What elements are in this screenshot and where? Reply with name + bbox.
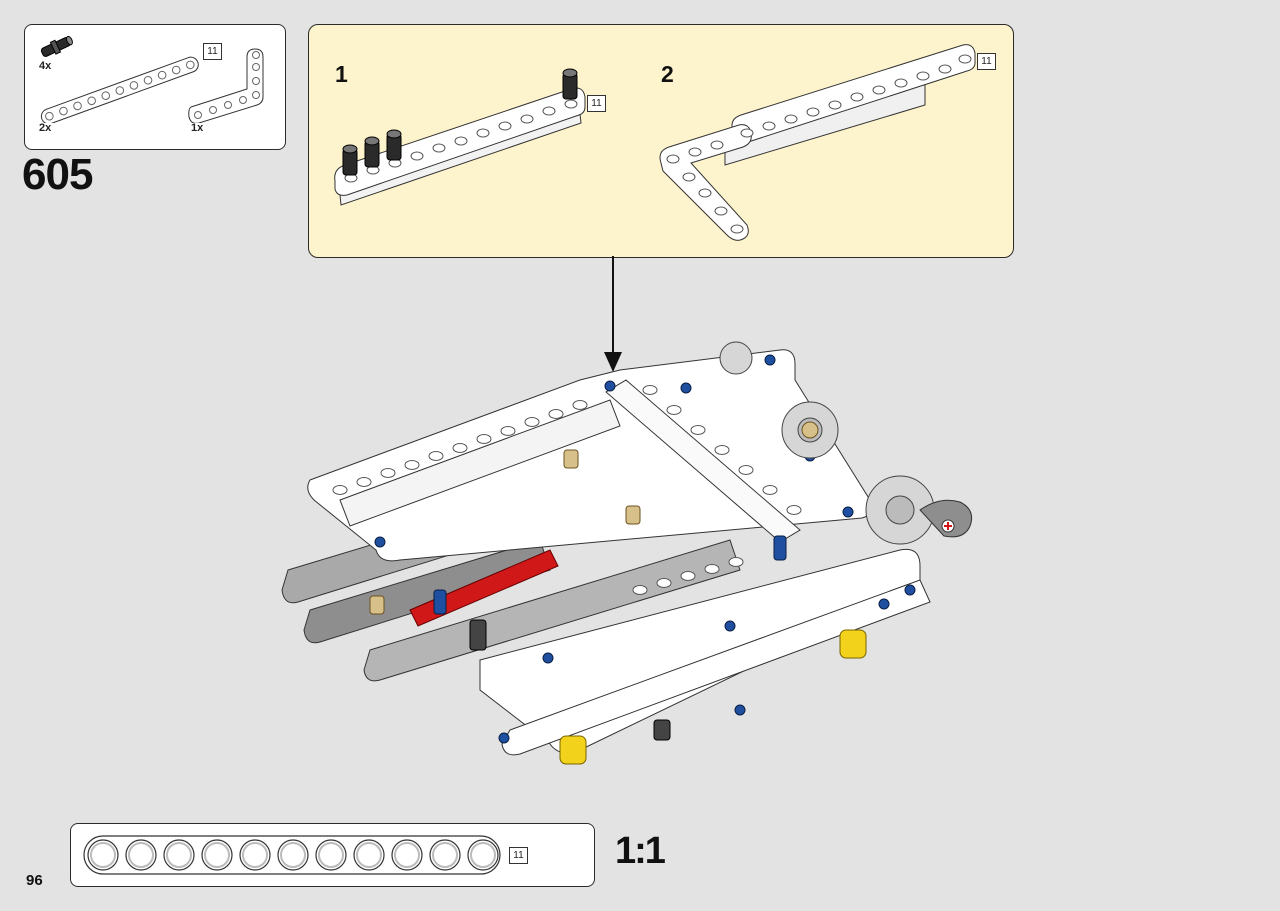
step-number: 605 bbox=[22, 150, 93, 199]
substep-1-beam-with-pegs bbox=[334, 68, 586, 206]
part-qty: 2x bbox=[39, 122, 52, 134]
scale-label: 1:1 bbox=[615, 830, 666, 872]
substep-number: 2 bbox=[661, 61, 674, 87]
black-peg-part bbox=[40, 35, 73, 57]
parts-list-box: 4x 11 2x 1x bbox=[24, 24, 286, 150]
beam-length-tag: 11 bbox=[509, 847, 528, 864]
white-l-beam-part bbox=[188, 48, 264, 123]
gauge-beam-11 bbox=[83, 835, 501, 875]
main-model-assembly bbox=[281, 341, 973, 765]
white-beam-part bbox=[40, 56, 199, 123]
beam-length-tag: 11 bbox=[203, 43, 222, 60]
beam-length-tag: 11 bbox=[977, 53, 996, 70]
beam-length-tag: 11 bbox=[587, 95, 606, 112]
down-arrow-icon bbox=[604, 256, 622, 372]
substep-2-l-assembly bbox=[659, 44, 976, 241]
part-qty: 1x bbox=[191, 122, 204, 134]
page-number: 96 bbox=[26, 872, 43, 889]
substep-number: 1 bbox=[335, 61, 348, 87]
length-gauge-box: 11 1:1 bbox=[70, 823, 666, 887]
part-qty: 4x bbox=[39, 60, 52, 72]
subassembly-callout: 1 2 11 11 bbox=[308, 24, 1014, 258]
